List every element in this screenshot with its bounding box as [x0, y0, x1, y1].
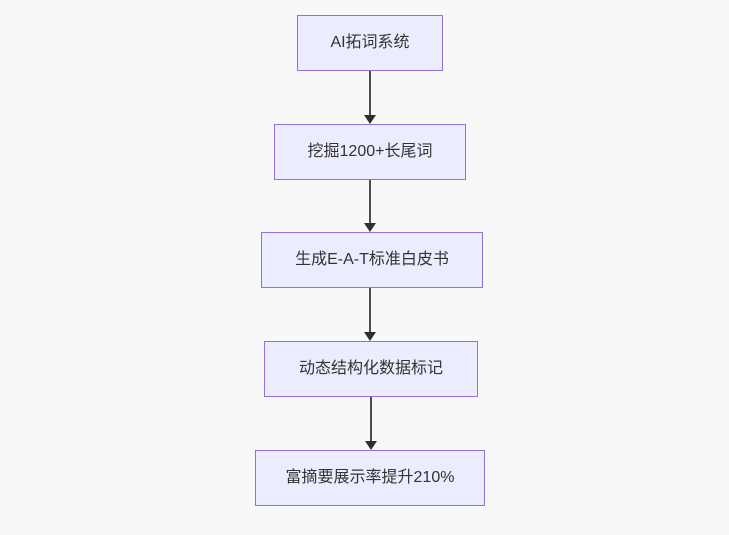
flow-node-label: 挖掘1200+长尾词: [307, 143, 433, 161]
arrow-line: [369, 288, 371, 334]
arrow-line: [370, 397, 372, 443]
arrow-down-icon: [364, 115, 376, 124]
flow-node-rich-snippet-result: 富摘要展示率提升210%: [255, 450, 485, 506]
flow-node-label: AI拓词系统: [330, 34, 410, 52]
flow-arrow-3: [363, 288, 377, 341]
arrow-down-icon: [364, 223, 376, 232]
flow-node-structured-data: 动态结构化数据标记: [264, 341, 478, 397]
arrow-line: [369, 180, 371, 225]
flow-node-longtail-mining: 挖掘1200+长尾词: [274, 124, 466, 180]
arrow-down-icon: [364, 332, 376, 341]
flow-node-ai-word-system: AI拓词系统: [297, 15, 443, 71]
arrow-down-icon: [365, 441, 377, 450]
flow-node-label: 生成E-A-T标准白皮书: [295, 251, 449, 269]
flow-node-eat-whitepaper: 生成E-A-T标准白皮书: [261, 232, 483, 288]
flow-arrow-1: [363, 71, 377, 124]
arrow-line: [369, 71, 371, 117]
flow-node-label: 动态结构化数据标记: [298, 360, 443, 378]
flow-arrow-4: [364, 397, 378, 450]
flow-arrow-2: [363, 180, 377, 232]
flow-node-label: 富摘要展示率提升210%: [285, 469, 455, 487]
